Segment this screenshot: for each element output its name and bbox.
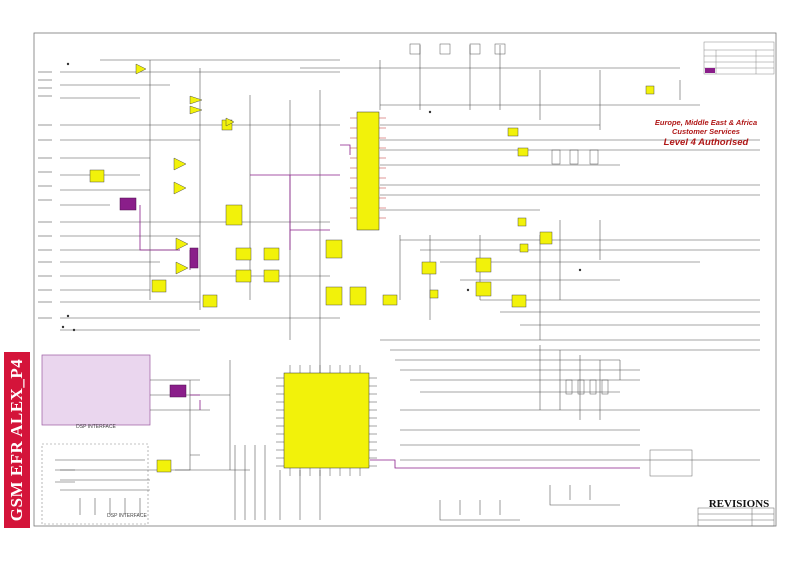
transistor-symbols — [135, 63, 235, 275]
revision-table — [703, 41, 775, 75]
sheet-border — [33, 32, 777, 527]
dsp-interface-label-upper: DSP INTERFACE — [76, 424, 116, 430]
revisions-heading: REVISIONS — [708, 498, 770, 510]
title-block — [649, 449, 775, 527]
revision-highlight — [705, 68, 715, 73]
component-pads — [61, 62, 582, 332]
left-edge-pins — [38, 71, 52, 319]
top-connector-strip — [409, 43, 506, 55]
dsp-ic — [283, 372, 370, 469]
dsp-ic-pins — [276, 365, 377, 476]
small-ic-components — [89, 85, 655, 473]
right-resistor-array — [551, 149, 609, 395]
dsp-interface-panel-lower — [41, 443, 149, 525]
side-banner: GSM EFR ALEX_P4 — [4, 352, 30, 528]
dsp-interface-label-lower: DSP INTERFACE — [107, 513, 147, 519]
authorisation-stamp: Europe, Middle East & Africa Customer Se… — [636, 118, 776, 149]
dsp-interface-panel-upper — [41, 354, 151, 426]
purple-nets — [139, 144, 640, 469]
main-controller-ic — [356, 111, 380, 231]
authorisation-level: Level 4 Authorised — [663, 137, 749, 148]
side-banner-title: GSM EFR ALEX_P4 — [7, 358, 26, 522]
connector-blocks — [119, 197, 199, 398]
main-controller-pins — [350, 117, 386, 219]
authorisation-department: Customer Services — [672, 127, 740, 136]
authorisation-region: Europe, Middle East & Africa — [654, 118, 758, 127]
